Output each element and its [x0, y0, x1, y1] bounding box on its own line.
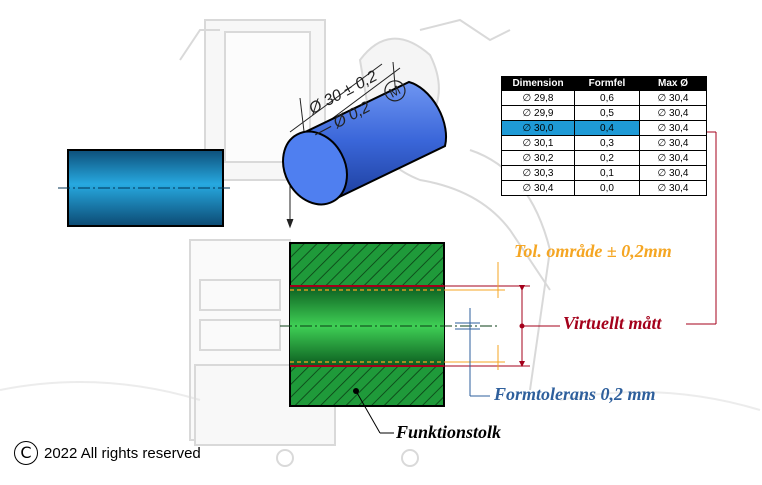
cell-formfel: 0,0 [574, 180, 640, 196]
virtual-size-label: Virtuellt mått [563, 313, 662, 333]
function-gauge-section [280, 242, 500, 407]
cell-dimension: ∅ 30,2 [501, 150, 575, 166]
copyright-notice: C 2022 All rights reserved [14, 441, 201, 465]
cell-formfel: 0,4 [574, 120, 640, 136]
cell-dimension: ∅ 30,3 [501, 165, 575, 181]
cell-max: ∅ 30,4 [639, 135, 707, 151]
table-row: ∅ 30,4 0,0 ∅ 30,4 [501, 180, 707, 196]
cell-formfel: 0,1 [574, 165, 640, 181]
copyright-icon: C [14, 441, 38, 465]
dimension-table: Dimension Formfel Max Ø ∅ 29,8 0,6 ∅ 30,… [501, 76, 707, 196]
table-row: ∅ 30,1 0,3 ∅ 30,4 [501, 135, 707, 151]
cell-dimension: ∅ 29,8 [501, 90, 575, 106]
cell-formfel: 0,2 [574, 150, 640, 166]
cell-formfel: 0,6 [574, 90, 640, 106]
col-header-dimension: Dimension [501, 76, 575, 91]
tolerance-area-label: Tol. område ± 0,2mm [514, 241, 672, 261]
table-row-highlighted: ∅ 30,0 0,4 ∅ 30,4 [501, 120, 707, 136]
cell-max: ∅ 30,4 [639, 180, 707, 196]
table-row: ∅ 30,3 0,1 ∅ 30,4 [501, 165, 707, 181]
cell-max: ∅ 30,4 [639, 120, 707, 136]
cell-formfel: 0,5 [574, 105, 640, 121]
copyright-text: 2022 All rights reserved [44, 444, 201, 462]
cell-dimension: ∅ 30,0 [501, 120, 575, 136]
function-gauge-label: Funktionstolk [396, 422, 502, 442]
cell-max: ∅ 30,4 [639, 90, 707, 106]
cell-dimension: ∅ 29,9 [501, 105, 575, 121]
cell-max: ∅ 30,4 [639, 150, 707, 166]
table-row: ∅ 30,2 0,2 ∅ 30,4 [501, 150, 707, 166]
cell-max: ∅ 30,4 [639, 105, 707, 121]
col-header-formfel: Formfel [574, 76, 640, 91]
cell-max: ∅ 30,4 [639, 165, 707, 181]
tolerance-dimensions [355, 262, 560, 434]
mmc-modifier-circle [384, 80, 406, 102]
table-row: ∅ 29,8 0,6 ∅ 30,4 [501, 90, 707, 106]
cell-dimension: ∅ 30,4 [501, 180, 575, 196]
cell-dimension: ∅ 30,1 [501, 135, 575, 151]
table-header-row: Dimension Formfel Max Ø [501, 76, 707, 91]
shaft-side-view [58, 149, 232, 227]
cell-formfel: 0,3 [574, 135, 640, 151]
cylinder-3d [282, 80, 448, 206]
form-tolerance-label: Formtolerans 0,2 mm [494, 384, 656, 404]
table-row: ∅ 29,9 0,5 ∅ 30,4 [501, 105, 707, 121]
col-header-max: Max Ø [639, 76, 707, 91]
